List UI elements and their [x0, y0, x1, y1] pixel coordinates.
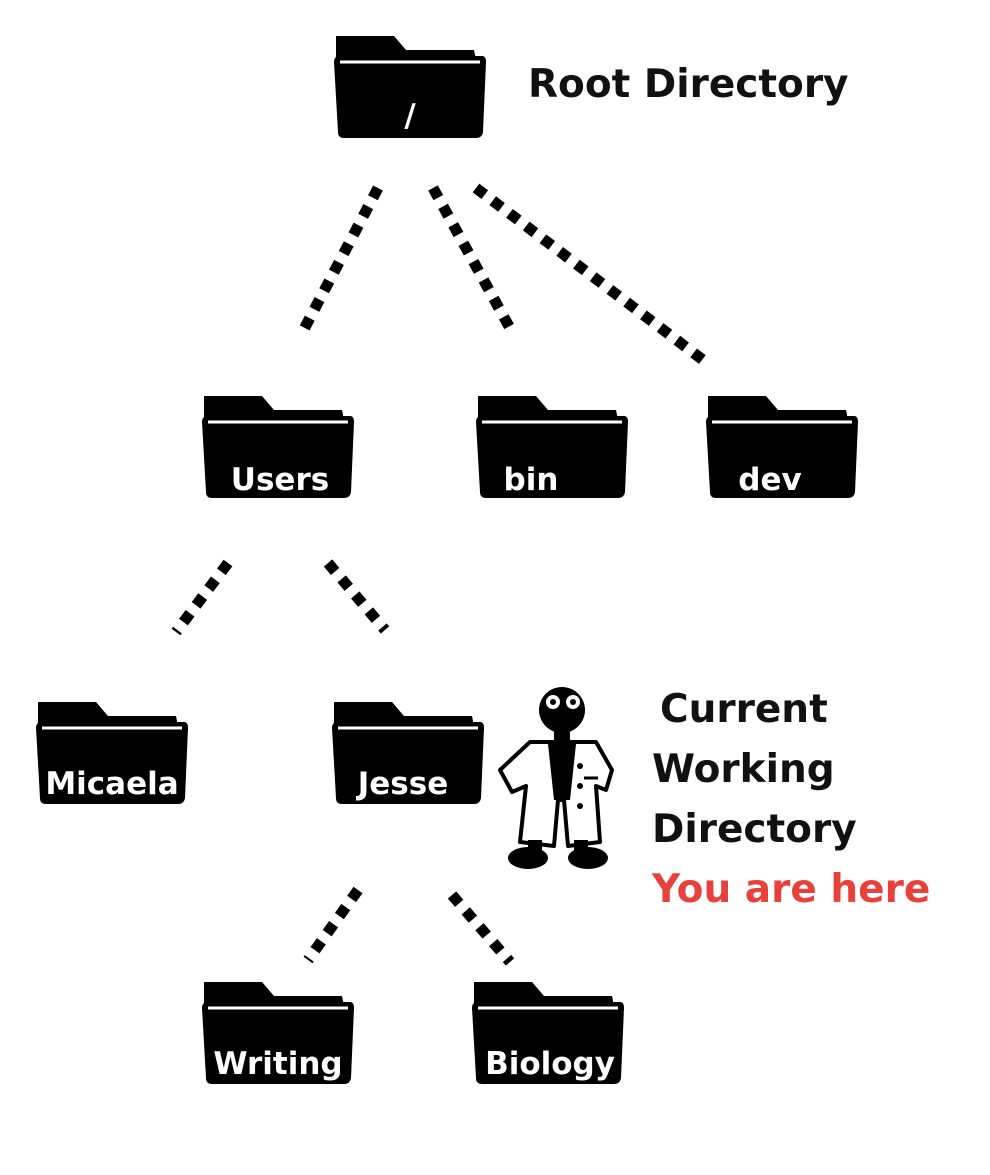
cwd-label-line3: Directory — [652, 807, 857, 852]
folder-micaela-label: Micaela — [45, 766, 178, 802]
folder-users[interactable]: Users — [200, 394, 356, 500]
link-jesse-biology — [447, 891, 515, 966]
you-are-here-label: You are here — [651, 867, 930, 912]
cwd-label-line2: Working — [652, 747, 835, 792]
root-directory-label: Root Directory — [528, 62, 848, 107]
scientist-icon — [498, 687, 614, 869]
folder-jesse[interactable]: Jesse — [330, 700, 486, 806]
folder-biology-label: Biology — [485, 1046, 615, 1082]
folder-biology[interactable]: Biology — [470, 980, 626, 1086]
link-root-bin — [428, 185, 516, 333]
folder-writing-label: Writing — [213, 1046, 342, 1082]
folder-jesse-label: Jesse — [356, 766, 449, 802]
folder-micaela[interactable]: Micaela — [34, 700, 190, 806]
folder-dev[interactable]: dev — [704, 394, 860, 500]
folder-users-label: Users — [231, 462, 329, 498]
folder-root[interactable]: / — [332, 34, 488, 140]
folder-writing[interactable]: Writing — [200, 980, 356, 1086]
link-users-jesse — [323, 559, 390, 634]
folder-root-label: / — [404, 98, 416, 134]
folder-dev-label: dev — [738, 462, 801, 498]
cwd-label-line1: Current — [660, 687, 828, 732]
link-root-dev — [472, 183, 707, 365]
folder-bin-label: bin — [504, 462, 559, 498]
link-jesse-writing — [303, 886, 363, 964]
link-users-micaela — [171, 559, 233, 636]
link-root-users — [297, 185, 383, 336]
folder-bin[interactable]: bin — [474, 394, 630, 500]
tree-links — [171, 183, 707, 966]
